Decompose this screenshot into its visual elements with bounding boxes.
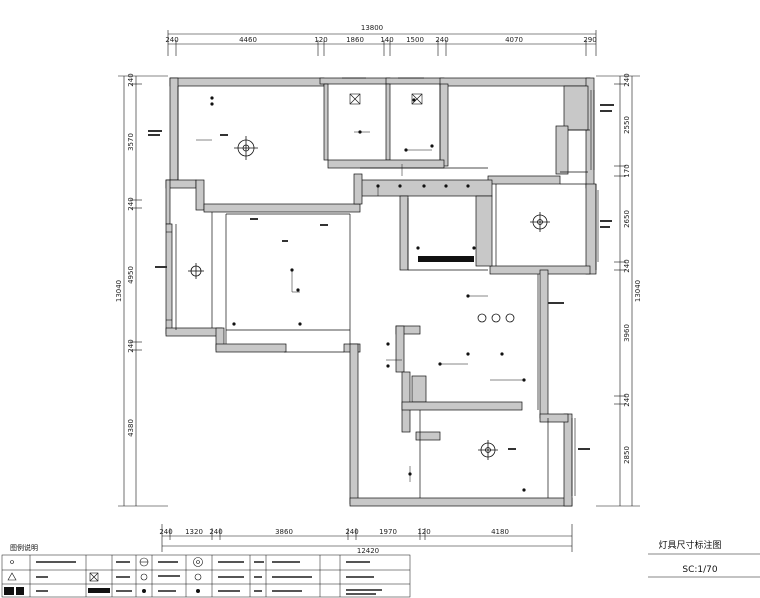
dimension-label: 2550: [623, 116, 631, 134]
tv-cabinet: [418, 256, 474, 262]
dimension-label: 4460: [239, 36, 257, 44]
legend-fan-icon: [89, 572, 99, 582]
fixture-leaders: [196, 131, 524, 482]
top-segment-labels: 240 4460 120 1860 140 1500 240 4070 290: [165, 36, 596, 44]
legend-symbols: [7, 557, 203, 582]
ceiling-lights: [188, 136, 550, 460]
dimension-label: 240: [127, 73, 135, 86]
bottom-dimension-chain: [161, 524, 573, 552]
exhaust-fan-icon: [349, 93, 361, 105]
legend-filled-symbols: [4, 587, 200, 595]
dimension-label: 120: [417, 528, 430, 536]
legend-triangle-icon: [7, 572, 17, 581]
drawing-scale: SC:1/70: [682, 565, 718, 575]
legend-title: 图例说明: [10, 543, 38, 552]
legend-pendant-icon: [139, 557, 149, 567]
right-segment-labels: 240 2550 170 2650 240 3960 240 2850: [623, 73, 631, 464]
left-total-dimension: 13040: [115, 280, 123, 302]
pendant-light-icon: [188, 263, 204, 279]
right-total-dimension: 13040: [634, 280, 642, 302]
exhaust-fan-icon: [411, 93, 423, 105]
walls: [165, 77, 597, 507]
dimension-label: 4380: [127, 419, 135, 437]
legend-table: [1, 554, 411, 598]
dimension-label: 2850: [623, 446, 631, 464]
dimension-label: 170: [623, 164, 631, 177]
dimension-label: 120: [314, 36, 327, 44]
dimension-label: 140: [380, 36, 393, 44]
dimension-label: 3960: [623, 324, 631, 342]
fixture-annotations: [148, 104, 614, 450]
dimension-label: 240: [165, 36, 178, 44]
dimension-label: 240: [623, 259, 631, 272]
dimension-label: 4070: [505, 36, 523, 44]
windows: [166, 90, 599, 496]
dimension-label: 240: [435, 36, 448, 44]
downlight-icon: [477, 313, 515, 323]
pendant-light-icon: [530, 212, 550, 232]
dimension-label: 4180: [491, 528, 509, 536]
pendant-light-icon: [234, 136, 258, 160]
dimension-label: 2650: [623, 210, 631, 228]
dimension-label: 4950: [127, 266, 135, 284]
top-total-dimension: 13800: [361, 24, 383, 32]
dimension-label: 3570: [127, 133, 135, 151]
spotlights: [210, 96, 526, 492]
dimension-label: 1860: [346, 36, 364, 44]
partition-lines: [175, 77, 597, 498]
dimension-label: 1500: [406, 36, 424, 44]
dimension-label: 1320: [185, 528, 203, 536]
drawing-title: 灯具尺寸标注图: [658, 539, 721, 551]
left-dimension-chain: [118, 75, 168, 507]
legend-chandelier-icon: [193, 557, 203, 567]
dimension-label: 3860: [275, 528, 293, 536]
dimension-label: 240: [345, 528, 358, 536]
legend-small-icon: [10, 560, 14, 564]
bottom-segment-labels: 240 1320 240 3860 240 1970 120 4180: [159, 528, 509, 536]
dimension-label: 240: [623, 393, 631, 406]
dimension-label: 240: [623, 73, 631, 86]
pendant-light-icon: [478, 440, 498, 460]
legend-downlight-icon: [140, 573, 202, 581]
right-dimension-chain: [596, 75, 640, 507]
bottom-total-dimension: 12420: [357, 547, 379, 555]
dimension-label: 1970: [379, 528, 397, 536]
dimension-label: 240: [159, 528, 172, 536]
dimension-label: 240: [127, 197, 135, 210]
legend-text-placeholders: [36, 561, 382, 595]
dimension-label: 240: [209, 528, 222, 536]
exhaust-fans: [349, 93, 423, 105]
top-dimension-chain: [167, 30, 597, 56]
dimension-label: 240: [127, 339, 135, 352]
dimension-label: 290: [583, 36, 596, 44]
left-segment-labels: 240 3570 240 4950 240 4380: [127, 73, 135, 437]
